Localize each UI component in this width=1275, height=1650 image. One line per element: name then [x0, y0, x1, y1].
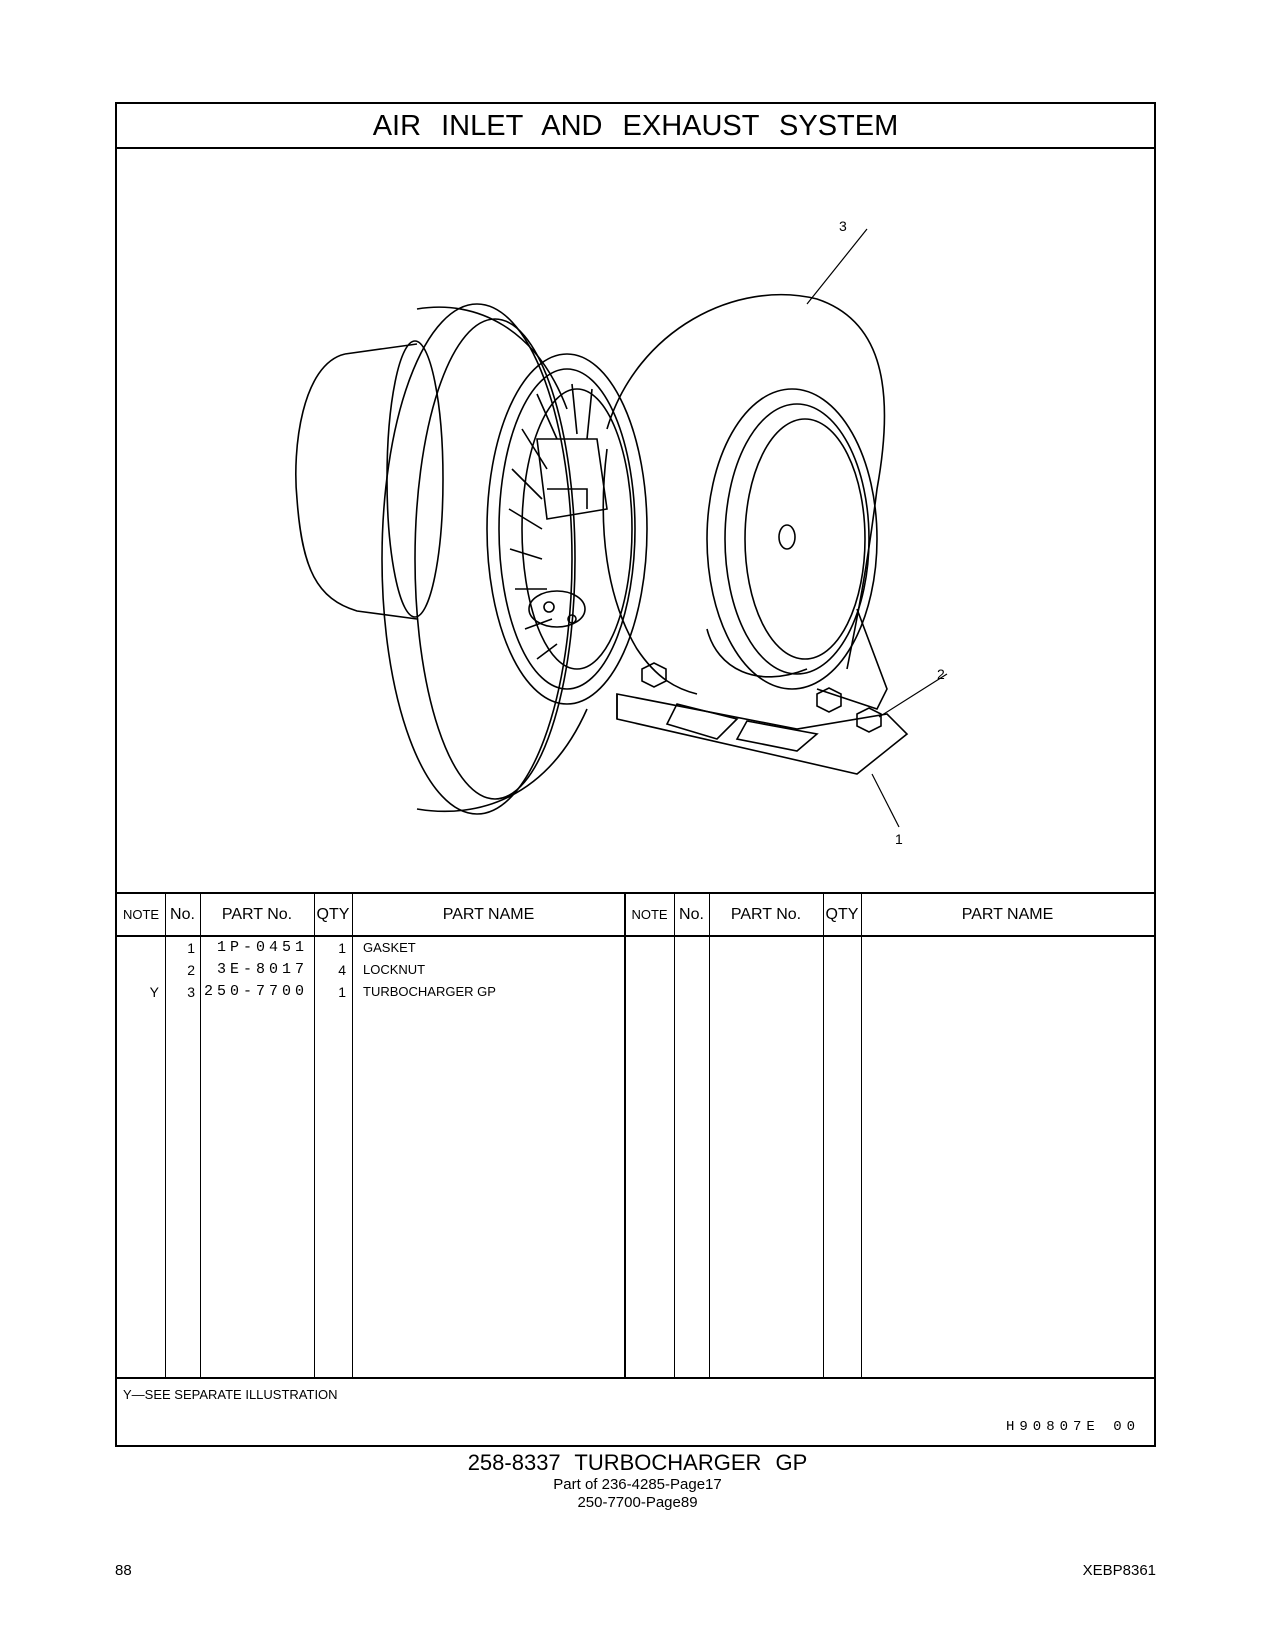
parts-table-body: 1 1P-0451 1 GASKET 2 3E-8017 4 LOCKNUT Y… [117, 937, 1154, 1377]
header-note-2: NOTE [631, 907, 668, 922]
section-title: AIR INLET AND EXHAUST SYSTEM [117, 104, 1154, 149]
row-qty: 4 [338, 962, 346, 978]
row-qty: 1 [338, 940, 346, 956]
table-row: 1 1P-0451 1 GASKET [117, 937, 1154, 959]
callout-2: 2 [937, 666, 945, 682]
row-part-no: 250-7700 [203, 983, 308, 1000]
page-reference: 250-7700-Page89 [577, 1494, 698, 1511]
header-no-2: No. [679, 906, 704, 923]
drawing-number: H90807E 00 [1005, 1419, 1140, 1435]
exploded-view-drawing: 3 2 1 [295, 218, 948, 847]
table-footer: Y—SEE SEPARATE ILLUSTRATION H90807E 00 [117, 1377, 1154, 1447]
row-part-name: TURBOCHARGER GP [363, 984, 496, 999]
page-number: 88 [115, 1562, 132, 1579]
header-qty-2: QTY [825, 906, 859, 923]
table-row: Y 3 250-7700 1 TURBOCHARGER GP [117, 981, 1154, 1003]
row-note: Y [149, 984, 159, 1000]
parts-page-frame: AIR INLET AND EXHAUST SYSTEM [115, 102, 1156, 1447]
document-id: XEBP8361 [1082, 1562, 1156, 1579]
row-no: 2 [187, 962, 195, 978]
header-no: No. [170, 906, 195, 923]
table-row: 2 3E-8017 4 LOCKNUT [117, 959, 1154, 981]
row-part-no: 1P-0451 [216, 939, 308, 956]
callout-1: 1 [895, 831, 903, 847]
parts-table-header: NOTE No. PART No. QTY PART NAME NOTE No.… [117, 892, 1154, 937]
header-part-no: PART No. [221, 906, 293, 923]
header-note: NOTE [122, 907, 160, 922]
header-part-name-2: PART NAME [961, 906, 1054, 923]
header-qty: QTY [316, 906, 350, 923]
part-of-reference: Part of 236-4285-Page17 [553, 1476, 722, 1493]
header-part-name: PART NAME [442, 906, 535, 923]
callout-3: 3 [839, 218, 847, 234]
turbocharger-illustration: 3 2 1 [117, 149, 1154, 892]
row-part-no: 3E-8017 [216, 961, 308, 978]
legend-note: Y—SEE SEPARATE ILLUSTRATION [123, 1387, 338, 1402]
header-part-no-2: PART No. [730, 906, 802, 923]
group-title: 258-8337 TURBOCHARGER GP [467, 1450, 808, 1475]
row-no: 1 [187, 940, 195, 956]
row-part-name: GASKET [363, 940, 416, 955]
row-part-name: LOCKNUT [363, 962, 426, 977]
row-no: 3 [187, 984, 195, 1000]
row-qty: 1 [338, 984, 346, 1000]
